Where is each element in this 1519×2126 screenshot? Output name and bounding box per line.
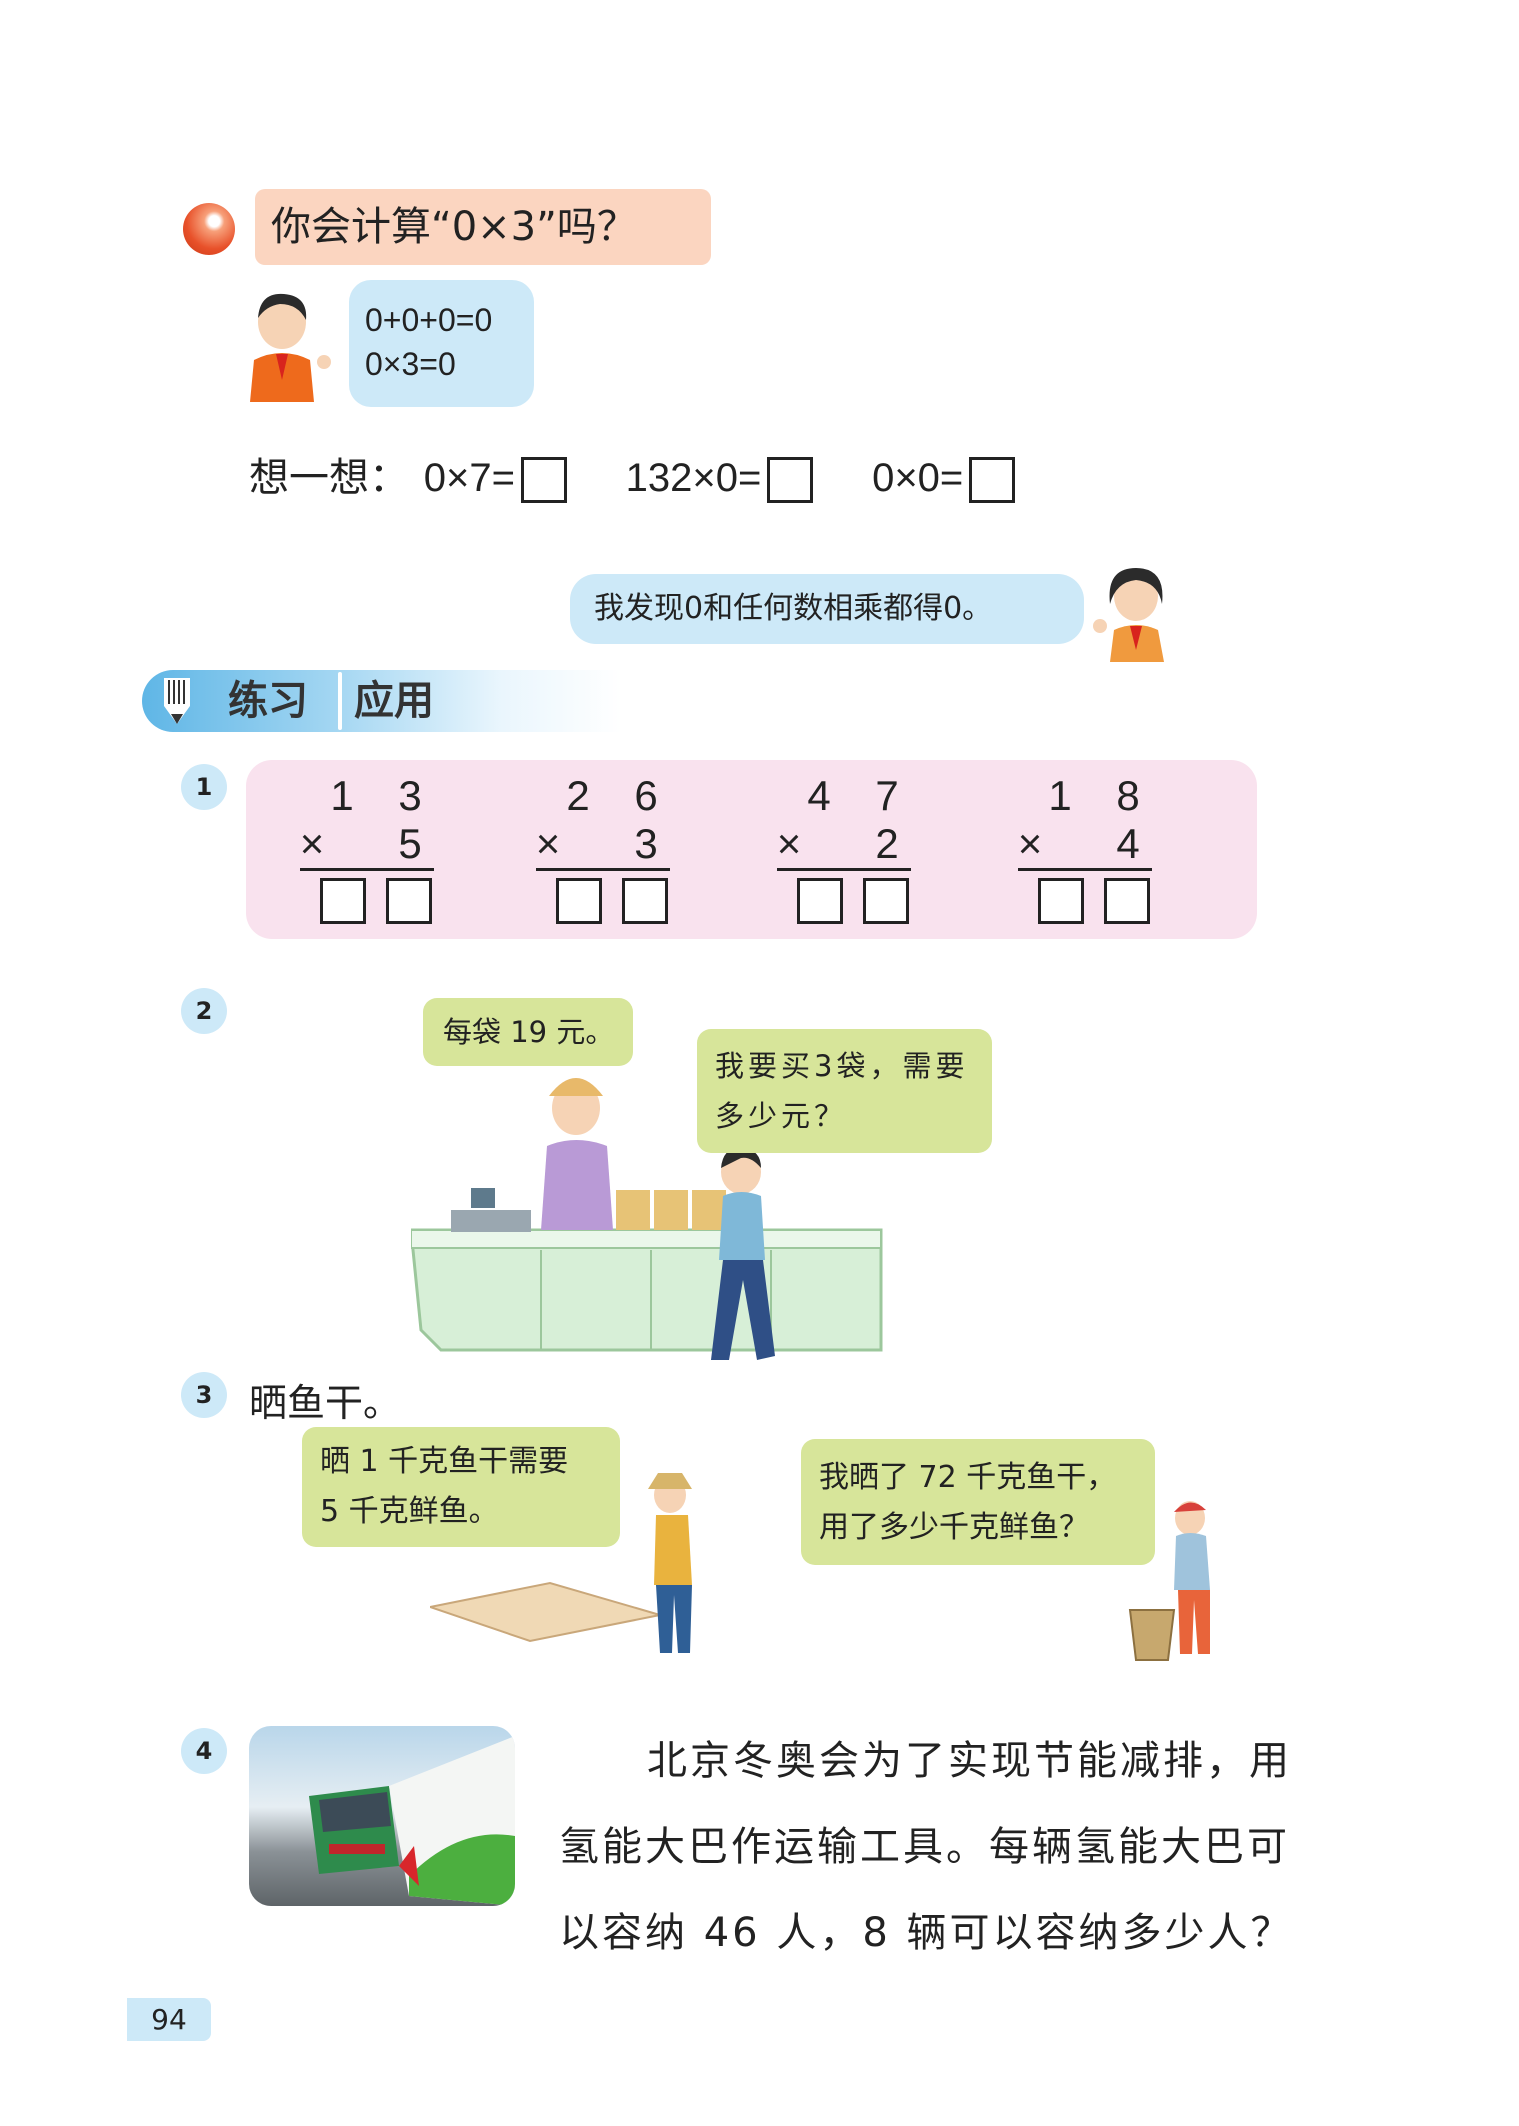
practice-header: 练习 应用 (142, 670, 622, 732)
answer-box[interactable] (520, 457, 567, 503)
problem-4-body: 北京冬奥会为了实现节能减排，用氢能大巴作运输工具。每辆氢能大巴可以容纳 46 人… (559, 1738, 1294, 1956)
digit: 7 (875, 772, 899, 819)
digit: 4 (807, 772, 831, 819)
application-label: 应用 (354, 678, 434, 724)
hydrogen-bus-photo (249, 1726, 515, 1906)
calc-line (536, 868, 670, 871)
fisherman-drying-fish-illustration (430, 1473, 692, 1653)
digit: 3 (634, 820, 658, 867)
bubble-line: 0×3=0 (365, 346, 456, 382)
answer-box[interactable] (622, 878, 668, 924)
multiply-sign: × (776, 820, 802, 867)
bubble-line: 0+0+0=0 (365, 302, 493, 338)
think-item: 132×0= (625, 456, 762, 500)
digit: 2 (566, 772, 590, 819)
digit: 8 (1116, 772, 1140, 819)
right-speech-bubble: 我晒了 72 千克鱼干， 用了多少千克鲜鱼？ (801, 1439, 1155, 1565)
buyer-speech-bubble: 我要买3袋，需要多少元？ (697, 1029, 992, 1153)
girl-illustration (1093, 568, 1164, 662)
calc-line (777, 868, 911, 871)
think-row: 想一想： 0×7= 132×0= 0×0= (249, 450, 1017, 506)
digit: 1 (330, 772, 354, 819)
fisherman-basket-illustration (1128, 1501, 1210, 1661)
multiply-sign: × (535, 820, 561, 867)
digit: 2 (875, 820, 899, 867)
digit: 5 (398, 820, 422, 867)
bubble-line: 用了多少千克鲜鱼？ (819, 1510, 1089, 1545)
shop-illustration (411, 1078, 883, 1360)
boy-illustration (250, 293, 331, 402)
left-speech-bubble: 晒 1 千克鱼干需要 5 千克鲜鱼。 (302, 1427, 620, 1547)
page-number: 94 (127, 1998, 211, 2041)
calc-line (300, 868, 434, 871)
orange-ball-icon (183, 203, 235, 255)
problem-number-badge: 4 (181, 1728, 227, 1774)
answer-box[interactable] (1104, 878, 1150, 924)
seller-speech-bubble: 每袋 19 元。 (423, 998, 633, 1066)
problem-number-badge: 2 (181, 988, 227, 1034)
digit: 3 (398, 772, 422, 819)
calc-line (1018, 868, 1152, 871)
girl-speech-bubble: 我发现0和任何数相乘都得0。 (570, 574, 1084, 644)
answer-box[interactable] (969, 457, 1016, 503)
think-item: 0×7= (423, 456, 515, 500)
problem-3-title: 晒鱼干。 (249, 1381, 402, 1425)
answer-box[interactable] (767, 457, 814, 503)
digit: 6 (634, 772, 658, 819)
boy-speech-bubble: 0+0+0=0 0×3=0 (349, 280, 534, 407)
bubble-line: 晒 1 千克鱼干需要 (320, 1444, 569, 1479)
practice-label: 练习 (228, 678, 308, 724)
problem-4-text: 北京冬奥会为了实现节能减排，用氢能大巴作运输工具。每辆氢能大巴可以容纳 46 人… (559, 1718, 1329, 1976)
answer-box[interactable] (386, 878, 432, 924)
think-label: 想一想： (249, 455, 409, 501)
problem-number-badge: 1 (181, 764, 227, 810)
multiply-sign: × (299, 820, 325, 867)
answer-box[interactable] (1038, 878, 1084, 924)
digit: 4 (1116, 820, 1140, 867)
bubble-line: 我晒了 72 千克鱼干， (819, 1460, 1117, 1495)
multiply-sign: × (1017, 820, 1043, 867)
think-item: 0×0= (872, 456, 964, 500)
answer-box[interactable] (863, 878, 909, 924)
answer-box[interactable] (797, 878, 843, 924)
digit: 1 (1048, 772, 1072, 819)
pencil-icon (164, 678, 190, 724)
answer-box[interactable] (320, 878, 366, 924)
section-title: 你会计算“0×3”吗？ (255, 189, 711, 265)
bubble-line: 5 千克鲜鱼。 (320, 1494, 499, 1529)
answer-box[interactable] (556, 878, 602, 924)
problem-number-badge: 3 (181, 1372, 227, 1418)
